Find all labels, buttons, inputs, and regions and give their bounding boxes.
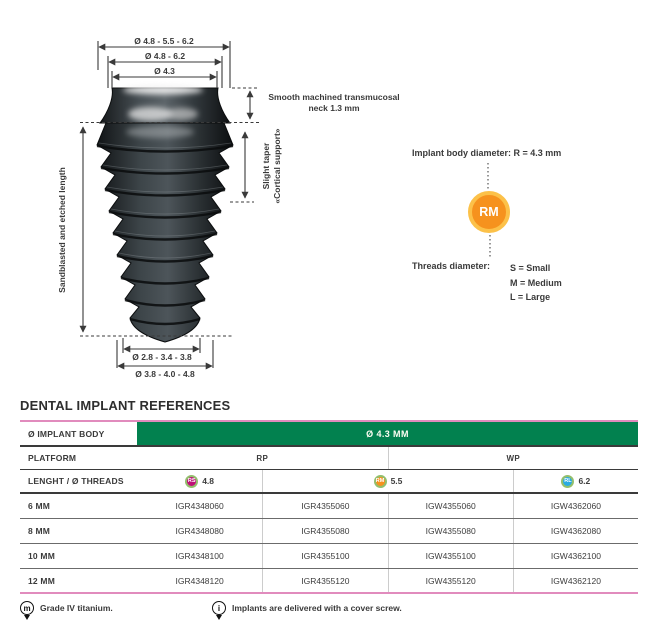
reference-code: IGW4355060 bbox=[387, 494, 513, 518]
taper-annotation-line1: Slight taper bbox=[261, 142, 271, 190]
length-annotation: Sandblasted and etched length bbox=[57, 167, 67, 293]
thread-rl-value: 6.2 bbox=[578, 476, 591, 486]
material-pin-icon: m bbox=[20, 601, 34, 615]
reference-code: IGR4355080 bbox=[262, 519, 387, 543]
row-length-label: 8 MM bbox=[28, 526, 51, 536]
platform-row-label: PLATFORM bbox=[28, 453, 77, 463]
cover-screw-note-text: Implants are delivered with a cover scre… bbox=[232, 603, 402, 613]
implant-technical-diagram: Ø 4.8 - 5.5 - 6.2 Ø 4.8 - 6.2 Ø 4.3 Smoo… bbox=[57, 36, 600, 379]
reference-code: IGW4362120 bbox=[512, 569, 638, 592]
threads-size-large: L = Large bbox=[510, 292, 551, 302]
reference-code: IGR4355120 bbox=[262, 569, 387, 592]
threads-row-label: LENGHT / Ø THREADS bbox=[28, 476, 124, 486]
rl-badge-icon: RL bbox=[561, 474, 575, 488]
row-length-label: 6 MM bbox=[28, 501, 51, 511]
rs-badge-icon: RS bbox=[185, 474, 199, 488]
table-row: 8 MM IGR4348080 IGR4355080 IGW4355080 IG… bbox=[20, 519, 638, 544]
dim-label-top-outer: Ø 4.8 - 5.5 - 6.2 bbox=[134, 36, 194, 46]
titanium-note: m Grade IV titanium. bbox=[20, 601, 212, 615]
implant-collar bbox=[99, 85, 231, 124]
reference-code: IGW4355120 bbox=[387, 569, 513, 592]
neck-annotation-line2: neck 1.3 mm bbox=[308, 103, 360, 113]
thread-rm-value: 5.5 bbox=[390, 476, 403, 486]
implant-diagram-graphic bbox=[79, 41, 491, 370]
dim-label-bottom-inner: Ø 2.8 - 3.4 - 3.8 bbox=[132, 352, 192, 362]
thread-ridges bbox=[96, 144, 234, 326]
reference-code: IGW4355080 bbox=[387, 519, 513, 543]
implant-body-row-label: Ø IMPLANT BODY bbox=[28, 428, 105, 439]
reference-code: IGR4355100 bbox=[262, 544, 387, 568]
references-table: DENTAL IMPLANT REFERENCES Ø IMPLANT BODY… bbox=[20, 398, 638, 594]
thread-rm-cell: RM 5.5 bbox=[262, 470, 513, 492]
thread-rl-cell: RL 6.2 bbox=[512, 470, 638, 492]
platform-rp: RP bbox=[256, 453, 269, 463]
reference-code: IGR4348100 bbox=[175, 551, 224, 561]
table-row: 10 MM IGR4348100 IGR4355100 IGW4355100 I… bbox=[20, 544, 638, 569]
row-length-label: 10 MM bbox=[28, 551, 55, 561]
footer-notes: m Grade IV titanium. i Implants are deli… bbox=[20, 601, 638, 615]
platform-row: PLATFORM RP WP bbox=[20, 447, 638, 470]
threads-size-legend: S = Small M = Medium L = Large bbox=[510, 261, 600, 305]
threads-size-small: S = Small bbox=[510, 263, 551, 273]
references-title: DENTAL IMPLANT REFERENCES bbox=[20, 398, 231, 413]
row-length-label: 12 MM bbox=[28, 575, 55, 586]
thread-rs-value: 4.8 bbox=[202, 476, 215, 486]
table-row: 6 MM IGR4348060 IGR4355060 IGW4355060 IG… bbox=[20, 494, 638, 519]
threads-diameter-label: Threads diameter: bbox=[412, 261, 491, 271]
threads-row: LENGHT / Ø THREADS RS 4.8 RM 5.5 RL 6.2 bbox=[20, 470, 638, 494]
implant-body bbox=[96, 122, 234, 343]
reference-code: IGW4362080 bbox=[512, 519, 638, 543]
dim-label-top-middle: Ø 4.8 - 6.2 bbox=[144, 51, 186, 61]
reference-code: IGR4348120 bbox=[175, 575, 224, 586]
titanium-note-text: Grade IV titanium. bbox=[40, 603, 113, 613]
neck-annotation: Smooth machined transmucosal neck 1.3 mm bbox=[252, 92, 416, 114]
dimension-lines bbox=[79, 41, 491, 370]
reference-code: IGR4348060 bbox=[175, 501, 224, 511]
thread-rs-cell: RS 4.8 bbox=[137, 470, 262, 492]
info-pin-icon: i bbox=[212, 601, 226, 615]
implant-body-value: Ø 4.3 MM bbox=[137, 422, 638, 445]
platform-wp: WP bbox=[387, 447, 639, 469]
reference-code: IGW4355100 bbox=[387, 544, 513, 568]
rm-badge-icon: RM bbox=[373, 474, 387, 488]
reference-code: IGR4355060 bbox=[262, 494, 387, 518]
rm-badge-label: RM bbox=[479, 205, 499, 219]
dim-label-bottom-outer: Ø 3.8 - 4.0 - 4.8 bbox=[135, 369, 195, 379]
implant-body-row: Ø IMPLANT BODY Ø 4.3 MM bbox=[20, 420, 638, 447]
taper-annotation-line2: «Cortical support» bbox=[272, 128, 282, 204]
reference-code: IGR4348080 bbox=[175, 526, 224, 536]
table-row: 12 MM IGR4348120 IGR4355120 IGW4355120 I… bbox=[20, 569, 638, 594]
neck-annotation-line1: Smooth machined transmucosal bbox=[268, 92, 400, 102]
reference-code: IGW4362060 bbox=[512, 494, 638, 518]
cover-screw-note: i Implants are delivered with a cover sc… bbox=[212, 601, 402, 615]
taper-annotation: Slight taper «Cortical support» bbox=[261, 110, 283, 222]
dim-label-top-inner: Ø 4.3 bbox=[154, 66, 175, 76]
reference-code: IGW4362100 bbox=[512, 544, 638, 568]
threads-size-medium: M = Medium bbox=[510, 277, 562, 288]
rm-badge: RM bbox=[468, 191, 510, 233]
implant-body-diameter-label: Implant body diameter: R = 4.3 mm bbox=[412, 148, 562, 158]
